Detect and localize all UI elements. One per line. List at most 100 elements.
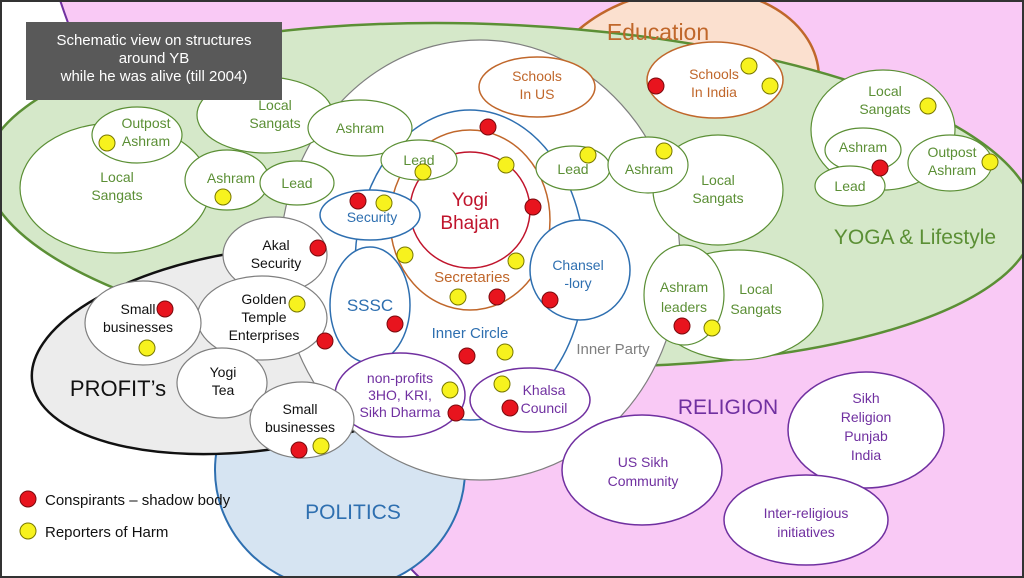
text-line: Yogi [210, 364, 237, 380]
reporter-dot [497, 156, 515, 174]
reporter-dot [312, 437, 330, 455]
reporter-dot [396, 246, 414, 264]
text-line: Ashram [122, 133, 170, 149]
legend-yellow-dot [19, 522, 37, 540]
reporter-dot [740, 57, 758, 75]
reporter-dot [981, 153, 999, 171]
reporter-dot [98, 134, 116, 152]
text-line: Outpost [121, 115, 170, 131]
text-line: Local [258, 97, 291, 113]
text-line: Temple [241, 309, 286, 325]
conspirant-dot [501, 399, 519, 417]
ashram-left-label: Ashram [207, 170, 255, 186]
text-line: Ashram [660, 279, 708, 295]
text-line: businesses [103, 319, 173, 335]
text-line: In India [691, 84, 737, 100]
conspirant-dot [479, 118, 497, 136]
text-line: businesses [265, 419, 335, 435]
conspirant-dot [488, 288, 506, 306]
conspirant-dot [447, 404, 465, 422]
ashram-right-label: Ashram [625, 161, 673, 177]
inner-circle-label: Inner Circle [432, 325, 509, 342]
outpost-ashram-left-circle [91, 106, 183, 164]
text-line: -lory [564, 275, 591, 291]
ashram-top-label: Ashram [336, 120, 384, 136]
text-line: Khalsa [523, 382, 566, 398]
text-line: Sangats [249, 115, 300, 131]
text-line: Local [100, 169, 133, 185]
text-line: Security [251, 255, 302, 271]
text-line: Sikh [852, 390, 879, 406]
security-circle [319, 189, 421, 241]
conspirant-dot [458, 347, 476, 365]
conspirant-dot [309, 239, 327, 257]
legend-reporters-label: Reporters of Harm [45, 524, 168, 541]
politics-label: POLITICS [305, 501, 401, 524]
reporter-dot [655, 142, 673, 160]
text-line: Local [739, 281, 772, 297]
text-line: Schools [689, 66, 739, 82]
reporter-dot [138, 339, 156, 357]
text-line: Bhajan [440, 213, 499, 234]
text-line: Sangats [859, 101, 910, 117]
text-line: In US [519, 86, 554, 102]
schools-us-circle [478, 56, 596, 118]
conspirant-dot [541, 291, 559, 309]
text-line: India [851, 447, 882, 463]
lead-right-label: Lead [557, 161, 588, 177]
small-businesses-left-label: Small businesses [103, 301, 173, 335]
conspirant-dot [871, 159, 889, 177]
lead-left-label: Lead [281, 175, 312, 191]
yoga-label: YOGA & Lifestyle [834, 226, 996, 249]
conspirant-dot [524, 198, 542, 216]
reporter-dot [919, 97, 937, 115]
reporter-dot [507, 252, 525, 270]
text-line: Community [608, 473, 679, 489]
text-line: Golden [241, 291, 286, 307]
text-line: Inter-religious [764, 505, 849, 521]
text-line: Local [868, 83, 901, 99]
education-label: Education [607, 19, 709, 45]
sssc-label: SSSC [347, 296, 393, 315]
yogi-tea-circle [176, 347, 268, 419]
reporter-dot [449, 288, 467, 306]
text-line: Yogi [452, 190, 488, 211]
text-line: Sangats [730, 301, 781, 317]
text-line: US Sikh [618, 454, 669, 470]
inter-religious-label: Inter-religious initiatives [764, 505, 849, 540]
text-line: initiatives [777, 524, 835, 540]
lead-top-circle [380, 139, 458, 181]
text-line: Religion [841, 409, 892, 425]
conspirant-dot [673, 317, 691, 335]
inner-party-label: Inner Party [576, 341, 650, 358]
marker-dots [98, 57, 999, 459]
text-line: non-profits [367, 370, 433, 386]
sikh-religion-circle [787, 371, 945, 489]
reporter-dot [496, 343, 514, 361]
conspirant-dot [386, 315, 404, 333]
reporter-dot [493, 375, 511, 393]
reporter-dot [288, 295, 306, 313]
ashram-leaders-circle [643, 244, 725, 346]
text-line: Small [120, 301, 155, 317]
conspirant-dot [316, 332, 334, 350]
chanselory-label: Chansel-lory [552, 257, 603, 291]
lead-far-right-label: Lead [834, 178, 865, 194]
text-line: Outpost [927, 144, 976, 160]
text-line: Enterprises [229, 327, 300, 343]
conspirant-dot [156, 300, 174, 318]
text-line: around YB [119, 50, 190, 67]
schools-india-label: Schools In India [689, 66, 739, 100]
